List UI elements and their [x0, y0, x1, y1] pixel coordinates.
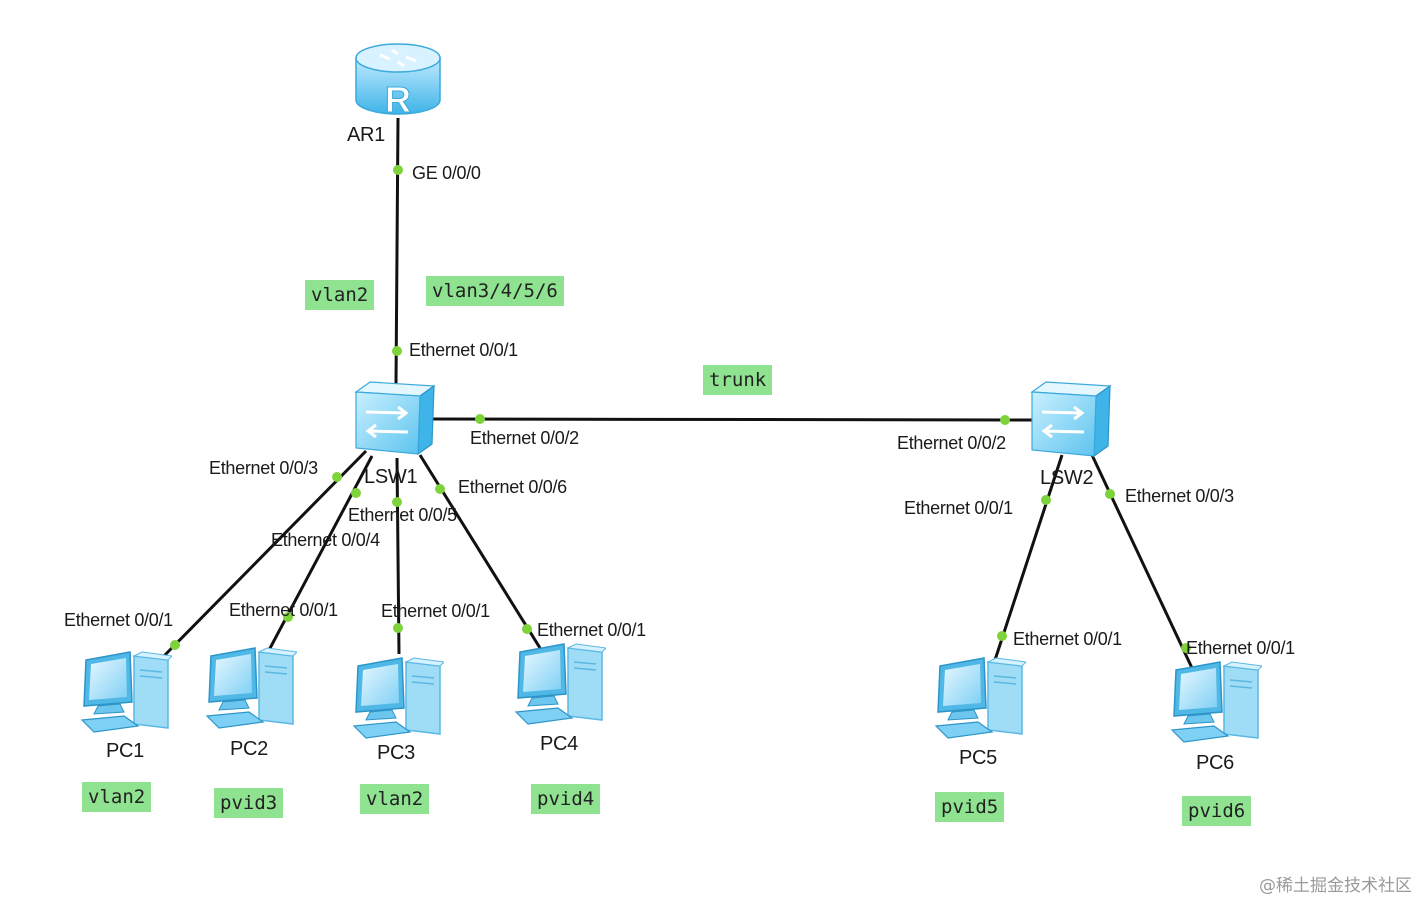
port-dot: [1181, 643, 1191, 653]
port-dot: [393, 623, 403, 633]
pvid-tag-pc5: pvid5: [935, 792, 1005, 822]
port-label: Ethernet 0/0/1: [1186, 638, 1295, 658]
port-label: Ethernet 0/0/3: [1125, 486, 1234, 506]
port-label: GE 0/0/0: [412, 163, 481, 183]
pc-icon[interactable]: [353, 657, 444, 739]
link-lsw2-pc5: [993, 454, 1064, 661]
link-lsw1-pc3: [395, 457, 401, 655]
trunk-tag: trunk: [703, 365, 773, 395]
port-dot: [351, 488, 361, 498]
port-label: Ethernet 0/0/1: [904, 498, 1013, 518]
watermark: @稀土掘金技术社区: [1259, 876, 1412, 896]
device-label-ar1: AR1: [347, 124, 386, 146]
port-dot: [392, 346, 402, 356]
device-label-pc4: PC4: [540, 733, 579, 755]
port-label: Ethernet 0/0/1: [229, 600, 338, 620]
port-dot: [522, 624, 532, 634]
port-dot: [283, 612, 293, 622]
port-dot: [1041, 495, 1051, 505]
device-label-pc1: PC1: [106, 740, 145, 762]
device-label-pc3: PC3: [377, 742, 416, 764]
link-lsw1-pc1: [158, 449, 368, 662]
svg-text:R: R: [385, 79, 411, 120]
pc-icon[interactable]: [935, 657, 1026, 739]
link-lsw1-lsw2: [429, 417, 1035, 422]
vlan-tag-pc3: vlan2: [360, 784, 430, 814]
port-label: Ethernet 0/0/1: [64, 610, 173, 630]
port-dot: [1000, 415, 1010, 425]
port-label: Ethernet 0/0/1: [1013, 629, 1122, 649]
port-dot: [435, 484, 445, 494]
link-lsw1-pc2: [266, 455, 374, 653]
port-dot: [392, 497, 402, 507]
port-label: Ethernet 0/0/4: [271, 530, 380, 550]
port-label: Ethernet 0/0/5: [348, 505, 457, 525]
link-ar1-lsw1: [394, 117, 400, 385]
router-icon[interactable]: R: [355, 43, 441, 121]
port-dot: [475, 414, 485, 424]
device-label-pc6: PC6: [1196, 752, 1235, 774]
vlan-tag-pc1: vlan2: [82, 782, 152, 812]
pvid-tag-pc2: pvid3: [214, 788, 284, 818]
port-label: Ethernet 0/0/6: [458, 477, 567, 497]
port-dot: [997, 631, 1007, 641]
port-label: Ethernet 0/0/2: [470, 428, 579, 448]
pc-icon[interactable]: [1171, 661, 1262, 743]
device-label-pc5: PC5: [959, 747, 998, 769]
device-label-lsw1: LSW1: [364, 466, 418, 488]
port-dots: [170, 165, 1191, 653]
pc-icon[interactable]: [206, 647, 297, 729]
pc-icon[interactable]: [515, 643, 606, 725]
device-label-lsw2: LSW2: [1040, 467, 1094, 489]
port-label: Ethernet 0/0/1: [537, 620, 646, 640]
pc-icon[interactable]: [81, 651, 172, 733]
port-dot: [170, 640, 180, 650]
port-label: Ethernet 0/0/2: [897, 433, 1006, 453]
switch-icon[interactable]: [354, 381, 436, 456]
switch-icon[interactable]: [1030, 381, 1112, 458]
pvid-tag-pc4: pvid4: [531, 784, 601, 814]
port-dot: [1105, 489, 1115, 499]
port-dot: [393, 165, 403, 175]
port-label: Ethernet 0/0/1: [381, 601, 490, 621]
vlan-tag-uplink-list: vlan3/4/5/6: [426, 276, 564, 306]
port-dot: [332, 472, 342, 482]
vlan-tag-uplink: vlan2: [305, 280, 375, 310]
pvid-tag-pc6: pvid6: [1182, 796, 1252, 826]
port-label: Ethernet 0/0/3: [209, 458, 318, 478]
device-label-pc2: PC2: [230, 738, 269, 760]
port-label: Ethernet 0/0/1: [409, 340, 518, 360]
